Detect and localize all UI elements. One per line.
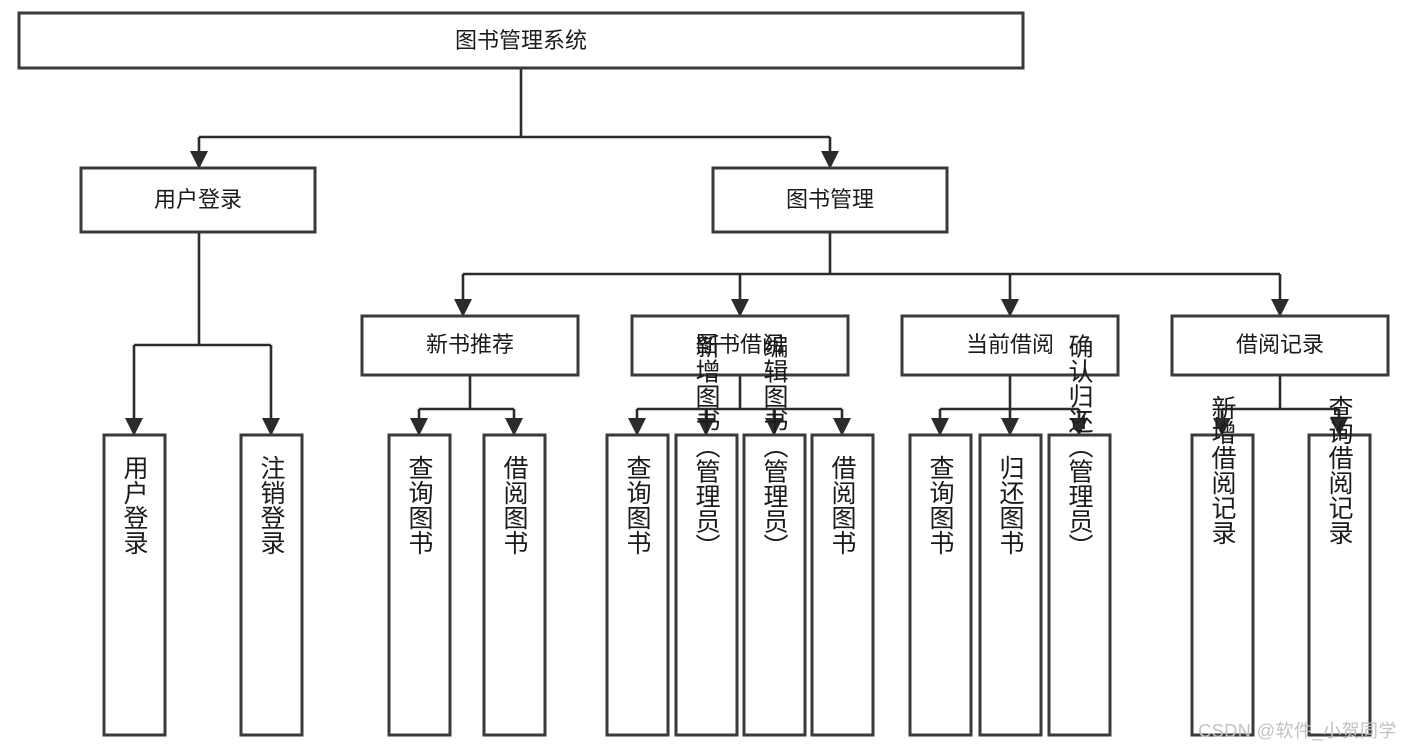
csdn-watermark: CSDN @软件_小贺同学	[1198, 721, 1397, 741]
leaf-user-login-1-label: 用户登录	[120, 455, 149, 555]
leaf-user-login-1-box[interactable]	[102, 433, 167, 737]
node-borrow-record-box[interactable]	[1170, 314, 1390, 377]
leaf-current-borrow-2-label: 归还图书	[996, 455, 1025, 555]
leaf-book-borrow-3-box[interactable]	[742, 433, 807, 737]
leaf-book-borrow-2-label: 新增图书（管理员）	[692, 334, 721, 559]
leaf-new-book-1-box[interactable]	[387, 433, 452, 737]
node-book-borrow[interactable]: 图书借阅	[630, 314, 850, 377]
leaf-new-book-2-label: 借阅图书	[500, 455, 529, 555]
leaf-user-login-1[interactable]: 用户登录	[102, 433, 167, 737]
leaf-book-borrow-2-box[interactable]	[674, 433, 739, 737]
node-user-login[interactable]: 用户登录	[79, 166, 317, 234]
leaf-current-borrow-1-label: 查询图书	[926, 455, 955, 555]
leaf-new-book-1[interactable]: 查询图书	[387, 433, 452, 737]
node-book-management[interactable]: 图书管理	[711, 166, 949, 234]
node-new-book-recommend[interactable]: 新书推荐	[360, 314, 580, 377]
leaf-book-borrow-1-box[interactable]	[605, 433, 670, 737]
leaf-user-login-2-box[interactable]	[239, 433, 304, 737]
leaf-current-borrow-3-label: 确认归还（管理员）	[1065, 334, 1094, 559]
node-borrow-record[interactable]: 借阅记录	[1170, 314, 1390, 377]
node-book-borrow-box[interactable]	[630, 314, 850, 377]
leaf-borrow-record-2-label: 查询借阅记录	[1325, 395, 1354, 545]
node-root-box[interactable]	[17, 11, 1025, 70]
leaf-borrow-record-1[interactable]: 新增借阅记录	[1190, 395, 1255, 737]
node-new-book-recommend-label: 新书推荐	[426, 332, 514, 357]
leaf-new-book-2-box[interactable]	[482, 433, 547, 737]
node-new-book-recommend-box[interactable]	[360, 314, 580, 377]
node-borrow-record-label: 借阅记录	[1236, 332, 1324, 357]
leaf-current-borrow-3-box[interactable]	[1047, 433, 1112, 737]
leaf-new-book-2[interactable]: 借阅图书	[482, 433, 547, 737]
node-root[interactable]: 图书管理系统	[17, 11, 1025, 70]
node-user-login-label: 用户登录	[154, 187, 242, 212]
node-book-borrow-label: 图书借阅	[696, 332, 784, 357]
leaf-book-borrow-4-box[interactable]	[810, 433, 875, 737]
leaf-book-borrow-4[interactable]: 借阅图书	[810, 433, 875, 737]
leaf-user-login-2-label: 注销登录	[257, 455, 286, 555]
leaf-book-borrow-4-label: 借阅图书	[828, 455, 857, 555]
leaf-book-borrow-1[interactable]: 查询图书	[605, 433, 670, 737]
node-book-management-box[interactable]	[711, 166, 949, 234]
node-current-borrow[interactable]: 当前借阅	[900, 314, 1120, 377]
leaf-borrow-record-2-box[interactable]	[1307, 433, 1372, 737]
leaf-book-borrow-3[interactable]: 编辑图书（管理员）	[742, 334, 807, 737]
leaf-borrow-record-1-box[interactable]	[1190, 433, 1255, 737]
leaf-current-borrow-3[interactable]: 确认归还（管理员）	[1047, 334, 1112, 737]
edges-group	[124, 68, 1349, 437]
node-book-management-label: 图书管理	[786, 187, 874, 212]
leaf-current-borrow-2[interactable]: 归还图书	[978, 433, 1043, 737]
leaf-borrow-record-2[interactable]: 查询借阅记录	[1307, 395, 1372, 737]
leaf-borrow-record-1-label: 新增借阅记录	[1208, 395, 1237, 545]
leaf-book-borrow-2[interactable]: 新增图书（管理员）	[674, 334, 739, 737]
node-user-login-box[interactable]	[79, 166, 317, 234]
leaf-current-borrow-1[interactable]: 查询图书	[908, 433, 973, 737]
node-current-borrow-box[interactable]	[900, 314, 1120, 377]
leaf-book-borrow-1-label: 查询图书	[623, 455, 652, 555]
leaf-user-login-2[interactable]: 注销登录	[239, 433, 304, 737]
node-current-borrow-label: 当前借阅	[966, 332, 1054, 357]
node-root-label: 图书管理系统	[455, 28, 587, 53]
leaf-book-borrow-3-label: 编辑图书（管理员）	[760, 334, 789, 559]
leaf-current-borrow-2-box[interactable]	[978, 433, 1043, 737]
leaf-new-book-1-label: 查询图书	[405, 455, 434, 555]
leaf-current-borrow-1-box[interactable]	[908, 433, 973, 737]
